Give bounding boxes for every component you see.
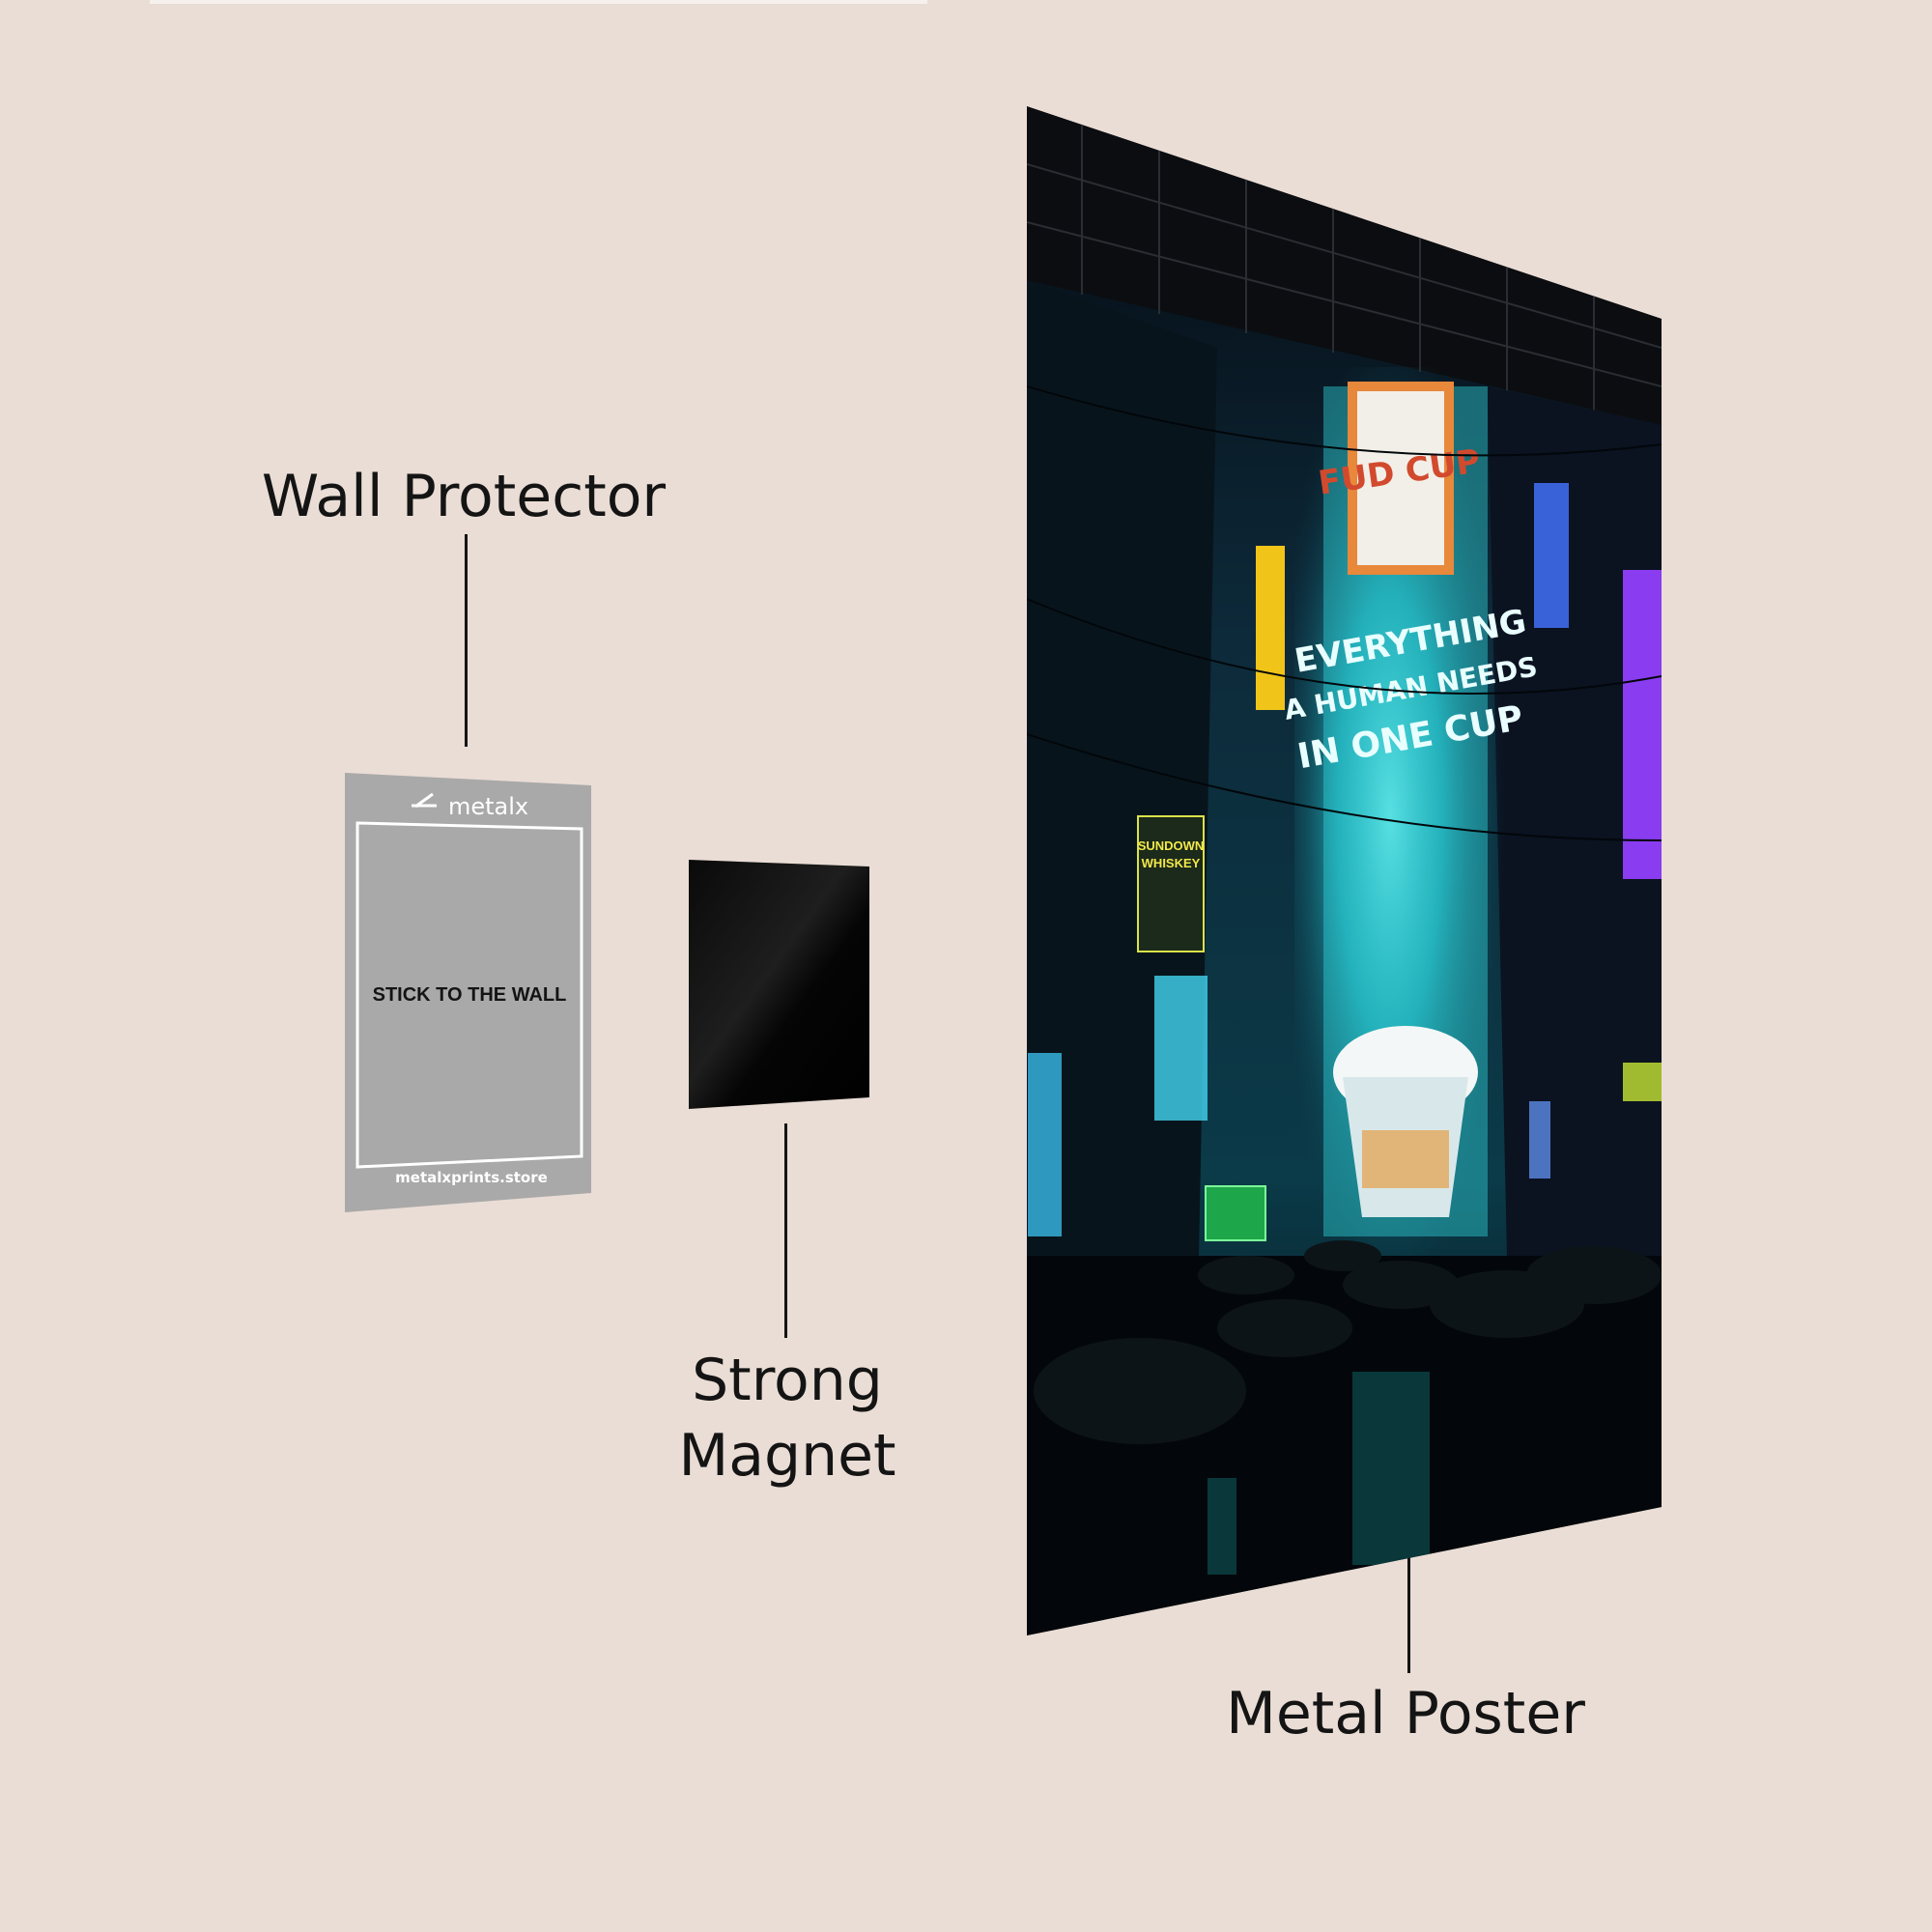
poster-blue-sign — [1534, 483, 1569, 628]
metal-poster-leader-line — [1407, 1536, 1410, 1673]
metal-poster: FUD CUP EVERYTHING A HUMAN NEEDS IN ONE … — [1027, 106, 1662, 1635]
strong-magnet-leader-line — [784, 1123, 787, 1338]
poster-yellow-sign — [1256, 546, 1285, 710]
top-edge-strip — [150, 0, 927, 4]
poster-wires — [1027, 385, 1662, 841]
metal-poster-label: Metal Poster — [1226, 1680, 1585, 1747]
wall-protector-leader-line — [465, 534, 468, 747]
poster-canopy-grid — [1027, 126, 1662, 411]
poster-whiskey-sign — [1137, 815, 1205, 952]
strong-magnet-plate — [689, 860, 869, 1109]
poster-umbrella-crowd — [1034, 1240, 1662, 1444]
wall-protector-card: metalx STICK TO THE WALL metalxprints.st… — [345, 773, 591, 1212]
protector-brand: metalx — [448, 793, 528, 820]
strong-magnet-label-line1: Strong — [692, 1347, 883, 1414]
poster-whiskey-line2: WHISKEY — [1142, 856, 1201, 870]
strong-magnet-label: Strong Magnet — [638, 1343, 937, 1493]
poster-purple-sign — [1623, 570, 1662, 879]
metalx-logo-icon — [412, 792, 437, 809]
poster-green-sign — [1205, 1185, 1266, 1241]
poster-cyan-screen — [1154, 976, 1208, 1121]
strong-magnet-label-line2: Magnet — [678, 1422, 896, 1490]
wall-protector-label: Wall Protector — [261, 463, 667, 530]
poster-wet-reflections — [1208, 1372, 1430, 1575]
protector-url: metalxprints.store — [395, 1169, 548, 1186]
poster-left-screen — [1028, 1053, 1062, 1236]
poster-whiskey-line1: SUNDOWN — [1138, 838, 1205, 853]
protector-instruction: STICK TO THE WALL — [373, 984, 567, 1006]
